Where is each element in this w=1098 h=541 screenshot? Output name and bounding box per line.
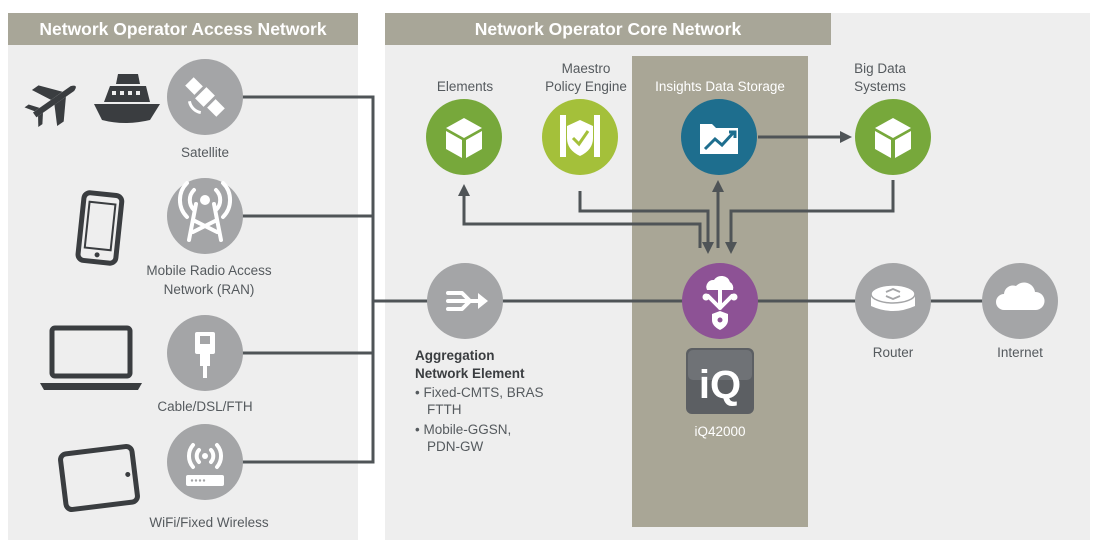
cruise-ship-icon: [94, 74, 160, 123]
satellite-node: Satellite: [167, 59, 243, 160]
analytics-folder-icon: [700, 124, 738, 154]
ethernet-plug-icon: [195, 332, 215, 378]
big-data-label-line1: Big Data: [854, 61, 906, 76]
insights-node: Insights Data Storage: [655, 79, 785, 175]
iq-hub-node: [682, 263, 758, 339]
elements-node: Elements: [426, 79, 502, 175]
tablet-icon: [58, 444, 140, 512]
bigdata-to-iq-arrow: [725, 180, 895, 254]
big-data-label-line2: Systems: [854, 79, 906, 94]
aggregation-bullet-1: • Fixed-CMTS, BRAS: [415, 385, 544, 400]
satellite-label: Satellite: [181, 145, 229, 160]
connector-lines: [240, 95, 990, 464]
mobile-ran-node: Mobile Radio Access Network (RAN): [146, 178, 272, 297]
iq-model-label: iQ42000: [694, 424, 745, 439]
insights-label: Insights Data Storage: [655, 79, 785, 94]
aggregation-bullet-2-cont: PDN-GW: [427, 439, 483, 454]
wifi-label: WiFi/Fixed Wireless: [149, 515, 269, 530]
core-panel-header: [385, 13, 831, 45]
aggregation-bullet-2: • Mobile-GGSN,: [415, 422, 511, 437]
router-node: Router: [855, 263, 931, 360]
satellite-icon: [185, 77, 225, 117]
access-panel-header: [8, 13, 358, 45]
iq-to-elements-arrow: [458, 184, 702, 248]
elements-label: Elements: [437, 79, 494, 94]
radio-tower-icon: [177, 181, 233, 242]
maestro-to-iq-arrow: [578, 191, 714, 254]
internet-node: Internet: [982, 263, 1058, 360]
maestro-node: Maestro Policy Engine: [542, 61, 627, 175]
mobile-ran-label-line2: Network (RAN): [164, 282, 255, 297]
merge-arrows-icon: [446, 291, 488, 311]
wifi-node: WiFi/Fixed Wireless: [149, 424, 269, 530]
laptop-icon: [40, 325, 142, 390]
wifi-router-icon: [186, 443, 224, 486]
iq-logo: iQ: [699, 363, 741, 407]
internet-label: Internet: [997, 345, 1043, 360]
iq42000-appliance: iQ iQ42000: [686, 348, 754, 439]
cable-label: Cable/DSL/FTH: [157, 399, 252, 414]
aggregation-node: Aggregation Network Element • Fixed-CMTS…: [415, 263, 544, 454]
maestro-label-line2: Policy Engine: [545, 79, 627, 94]
cube-icon: [875, 118, 911, 158]
airplane-icon: [24, 85, 76, 128]
smartphone-icon: [75, 190, 125, 266]
policy-shield-icon: [560, 115, 600, 157]
access-panel-title: Network Operator Access Network: [39, 19, 326, 39]
cloud-icon: [996, 282, 1045, 310]
access-bus-line: [240, 95, 375, 464]
mobile-ran-label-line1: Mobile Radio Access: [146, 263, 272, 278]
aggregation-title-line2: Network Element: [415, 366, 525, 381]
cable-node: Cable/DSL/FTH: [157, 315, 253, 414]
cloud-network-shield-icon: [702, 275, 738, 330]
aggregation-title-line1: Aggregation: [415, 348, 495, 363]
cube-icon: [446, 118, 482, 158]
core-panel-title: Network Operator Core Network: [475, 19, 742, 39]
router-icon: [870, 284, 916, 311]
aggregation-bullet-1-cont: FTTH: [427, 402, 462, 417]
router-label: Router: [873, 345, 914, 360]
big-data-node: Big Data Systems: [854, 61, 931, 175]
maestro-label-line1: Maestro: [562, 61, 611, 76]
